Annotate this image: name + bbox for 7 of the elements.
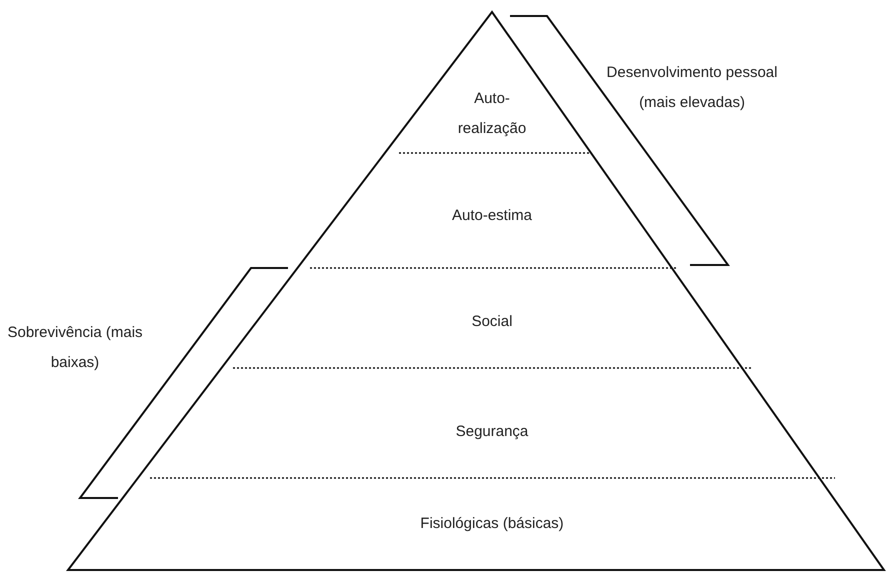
bracket-label: Sobrevivência (mais baixas) bbox=[6, 323, 144, 373]
pyramid-level-label: Fisiológicas (básicas) bbox=[362, 509, 622, 539]
pyramid-level-label: Social bbox=[392, 307, 592, 337]
pyramid-level-label: Auto-estima bbox=[392, 201, 592, 231]
bracket-label: Desenvolvimento pessoal (mais elevadas) bbox=[606, 63, 778, 113]
pyramid-level-label: Segurança bbox=[392, 417, 592, 447]
pyramid-level-label: Auto-realização bbox=[447, 84, 537, 144]
